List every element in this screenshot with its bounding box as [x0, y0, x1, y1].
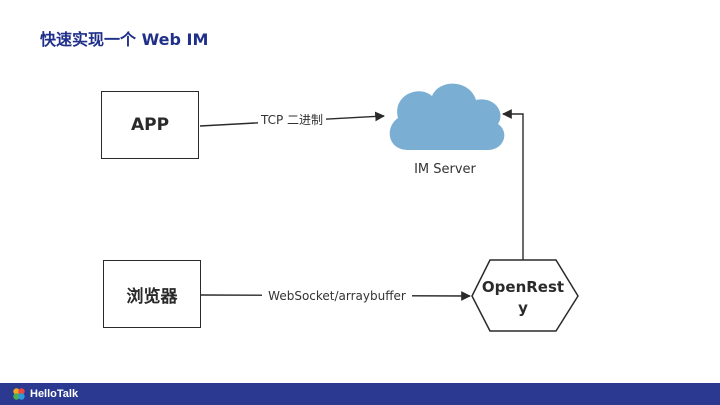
cloud-icon [389, 83, 505, 150]
im-server-label: IM Server [414, 162, 476, 177]
browser-to-openresty-label-bg [262, 288, 412, 304]
openresty-label-line2: y [518, 299, 528, 317]
openresty-label-line1: OpenRest [482, 278, 564, 296]
app-to-server-label: TCP 二进制 [260, 113, 323, 127]
openresty-node [471, 259, 579, 332]
browser-node-label: 浏览器 [126, 286, 178, 307]
app-to-server-label-bg [258, 111, 326, 127]
architecture-diagram: IM Server OpenRest y TCP 二进制 WebSocket/a… [199, 83, 579, 332]
browser-node: 浏览器 [103, 260, 201, 328]
footer-brand: HelloTalk [30, 388, 79, 400]
app-node: APP [101, 91, 199, 159]
hellotalk-logo-icon [13, 388, 25, 400]
footer-bar: HelloTalk [0, 383, 720, 405]
app-node-label: APP [130, 115, 170, 135]
browser-to-openresty-label: WebSocket/arraybuffer [268, 289, 406, 303]
slide-title: 快速实现一个 Web IM [40, 30, 209, 49]
openresty-to-server-arrow [502, 109, 524, 260]
